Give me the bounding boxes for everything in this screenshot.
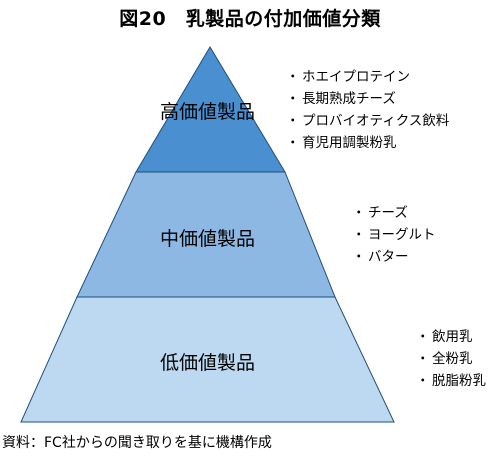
source-note: 資料：FC社からの聞き取りを基に機構作成 [2, 435, 272, 451]
tier-low-label: 低価値製品 [160, 352, 256, 374]
list-item: ・長期熟成チーズ [286, 91, 396, 107]
list-item: ・ホエイプロテイン [286, 69, 410, 85]
tier-low-items: ・飲用乳 ・全粉乳 ・脱脂粉乳 [416, 326, 486, 392]
list-item: ・育児用調製粉乳 [286, 135, 397, 151]
list-item: ・チーズ [352, 205, 408, 221]
list-item: ・全粉乳 [416, 351, 473, 367]
tier-mid-label: 中価値製品 [160, 228, 256, 250]
tier-high-label: 高価値製品 [160, 101, 256, 123]
list-item: ・バター [352, 249, 409, 265]
tier-low-shape [20, 296, 395, 423]
list-item: ・プロバイオティクス飲料 [286, 113, 450, 129]
list-item: ・飲用乳 [416, 329, 473, 345]
list-item: ・ヨーグルト [352, 227, 436, 243]
tier-high-items: ・ホエイプロテイン ・長期熟成チーズ ・プロバイオティクス飲料 ・育児用調製粉乳 [286, 66, 449, 154]
list-item: ・脱脂粉乳 [416, 373, 486, 389]
tier-mid-items: ・チーズ ・ヨーグルト ・バター [352, 202, 436, 268]
diagram-title: 図20 乳製品の付加価値分類 [119, 8, 381, 30]
